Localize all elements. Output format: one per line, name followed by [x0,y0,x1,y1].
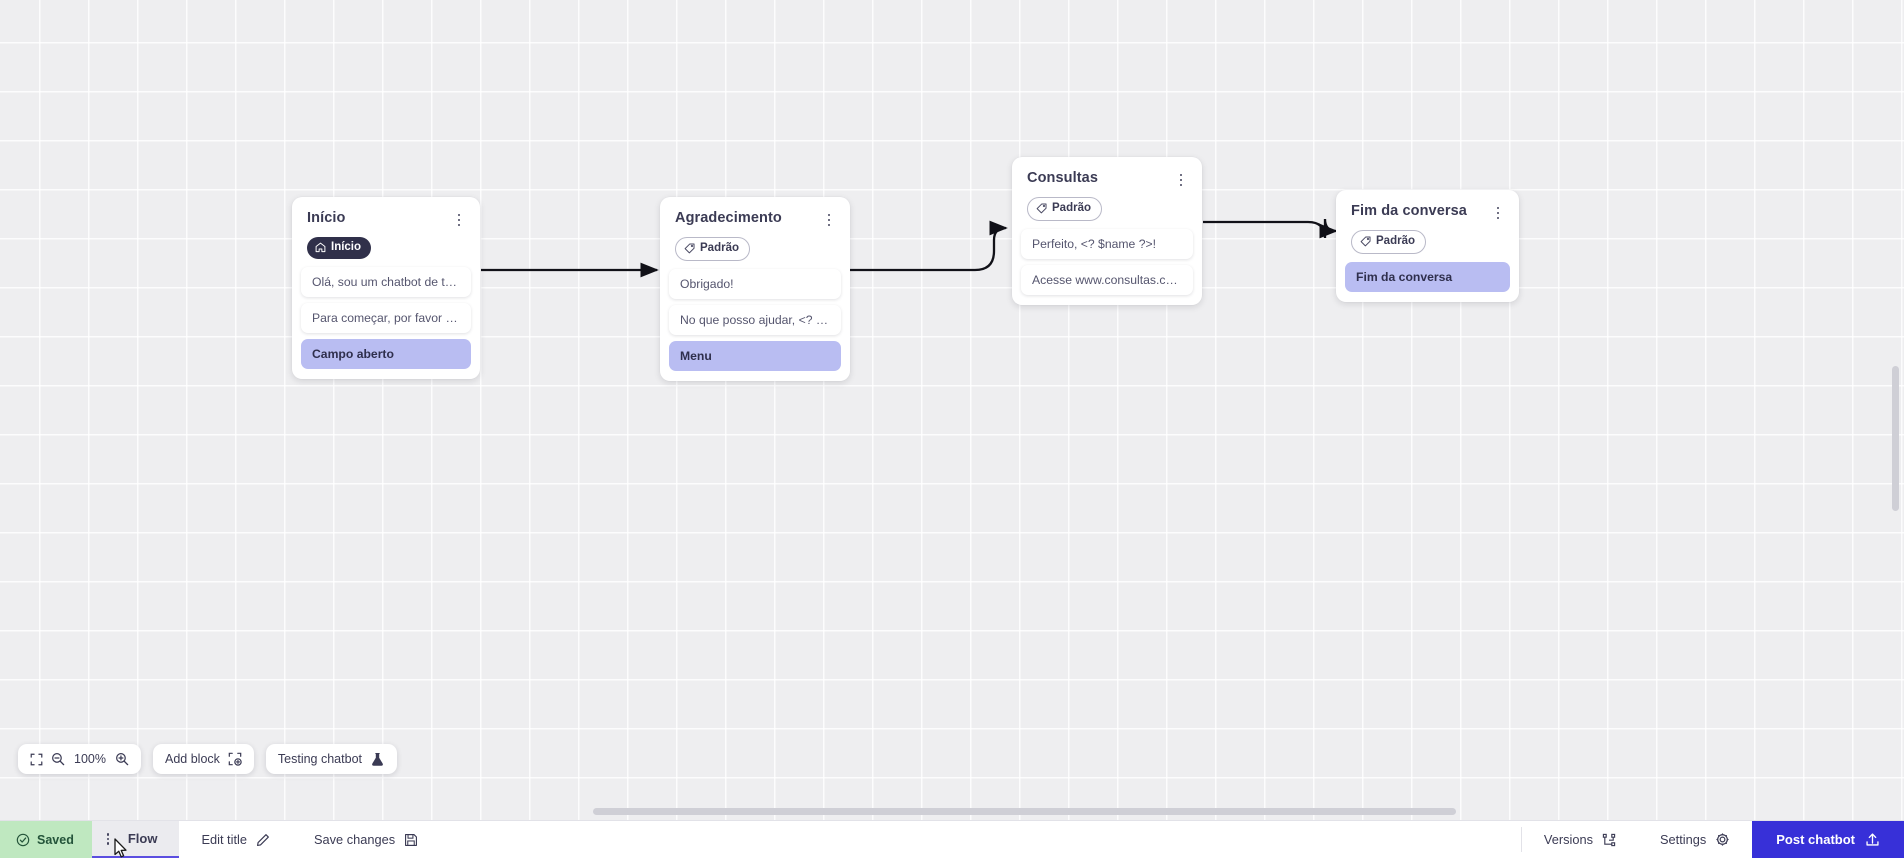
testing-chatbot-label: Testing chatbot [277,752,362,766]
node-row[interactable]: Obrigado! [669,268,841,299]
flow-edges [481,218,1338,278]
node-rows: Perfeito, <? $name ?>! Acesse www.consul… [1021,228,1193,295]
zoom-in-icon[interactable] [115,752,129,766]
zoom-controls: 100% [18,744,141,774]
flow-node-inicio[interactable]: Início Início Olá, sou um chatbot de tes… [292,197,480,379]
node-title: Agradecimento [675,210,782,226]
node-badge-label: Padrão [700,242,739,254]
add-block-button[interactable]: Add block [153,744,254,774]
divider [1520,827,1522,852]
node-header: Fim da conversa [1345,199,1510,224]
canvas-toolbar: 100% Add block [18,744,397,774]
node-header: Consultas [1021,166,1193,191]
node-menu-button[interactable] [1490,204,1506,222]
node-badge-row: Padrão [1021,191,1193,229]
node-menu-button[interactable] [451,211,467,229]
node-row[interactable]: Acesse www.consultas.com par... [1021,264,1193,295]
node-row[interactable]: No que posso ajudar, <? $name ... [669,304,841,335]
tag-icon [684,243,695,254]
node-row[interactable]: Para começar, por favor digite o ... [301,302,471,333]
add-block-label: Add block [165,752,220,766]
saved-status-badge: Saved [0,821,92,858]
bottom-bar: Saved Flow Edit title Save changes [0,820,1904,858]
node-menu-button[interactable] [821,211,837,229]
add-block-icon [228,752,242,766]
node-badge-row: Início [301,231,471,267]
node-row-output[interactable]: Menu [669,340,841,371]
fit-screen-icon[interactable] [30,753,43,766]
node-badge-padrao[interactable]: Padrão [1027,197,1102,221]
home-icon [315,242,326,253]
post-chatbot-button[interactable]: Post chatbot [1752,821,1904,858]
node-row-output[interactable]: Fim da conversa [1345,261,1510,292]
node-title: Início [307,210,346,226]
node-row[interactable]: Perfeito, <? $name ?>! [1021,228,1193,259]
pencil-icon [256,833,269,846]
post-chatbot-label: Post chatbot [1776,832,1855,847]
flask-icon [370,752,385,767]
gear-icon [1716,833,1730,846]
node-rows: Fim da conversa [1345,261,1510,292]
save-disk-icon [405,833,418,846]
node-badge-inicio[interactable]: Início [307,237,372,259]
zoom-level-value: 100% [74,752,106,766]
node-header: Início [301,206,471,231]
node-title: Fim da conversa [1351,203,1467,219]
upload-icon [1866,833,1879,846]
flow-node-consultas[interactable]: Consultas Padrão Perfeito, <? $name ?>! … [1012,157,1202,305]
tag-icon [1036,203,1047,214]
flow-node-fim-da-conversa[interactable]: Fim da conversa Padrão Fim da conversa [1336,190,1519,302]
bottom-bar-left: Saved Flow Edit title Save changes [0,821,440,858]
versions-button[interactable]: Versions [1522,821,1638,858]
node-badge-label: Início [331,241,362,253]
versions-label: Versions [1543,832,1594,847]
settings-label: Settings [1660,832,1707,847]
edit-title-button[interactable]: Edit title [179,821,292,858]
zoom-out-icon[interactable] [51,752,65,766]
saved-label: Saved [37,832,74,847]
node-badge-row: Padrão [1345,224,1510,262]
node-menu-button[interactable] [1173,171,1189,189]
settings-button[interactable]: Settings [1638,821,1752,858]
tab-flow-label: Flow [127,831,158,846]
save-changes-label: Save changes [313,832,396,847]
node-badge-label: Padrão [1376,235,1415,247]
vertical-scrollbar[interactable] [1892,366,1899,511]
testing-chatbot-button[interactable]: Testing chatbot [265,744,397,774]
node-title: Consultas [1027,170,1098,186]
node-rows: Olá, sou um chatbot de teste! Para começ… [301,266,471,369]
node-badge-padrao[interactable]: Padrão [675,237,750,261]
node-badge-padrao[interactable]: Padrão [1351,230,1426,254]
bottom-bar-right: Versions Settings Post chatbot [1520,821,1904,858]
tag-icon [1360,236,1371,247]
node-badge-row: Padrão [669,231,841,269]
node-row-output[interactable]: Campo aberto [301,338,471,369]
node-row[interactable]: Olá, sou um chatbot de teste! [301,266,471,297]
check-circle-icon [16,833,30,846]
node-rows: Obrigado! No que posso ajudar, <? $name … [669,268,841,371]
node-header: Agradecimento [669,206,841,231]
edit-title-label: Edit title [201,832,247,847]
horizontal-scrollbar[interactable] [593,808,1456,815]
save-changes-button[interactable]: Save changes [292,821,440,858]
node-badge-label: Padrão [1052,202,1091,214]
tab-menu-icon[interactable] [100,832,116,846]
flow-canvas[interactable]: Início Início Olá, sou um chatbot de tes… [0,0,1904,820]
tab-flow[interactable]: Flow [91,821,180,858]
flow-node-agradecimento[interactable]: Agradecimento Padrão Obrigado! No que po… [660,197,850,381]
branch-icon [1602,833,1616,846]
